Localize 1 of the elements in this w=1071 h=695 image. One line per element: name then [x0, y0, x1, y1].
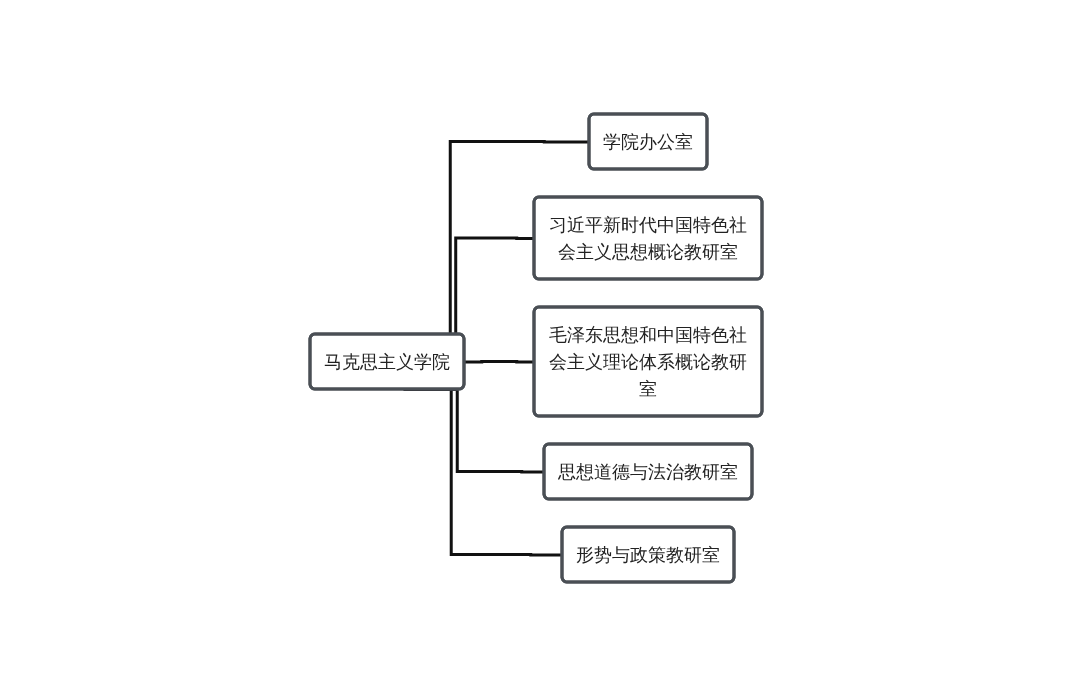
connector — [464, 359, 534, 363]
